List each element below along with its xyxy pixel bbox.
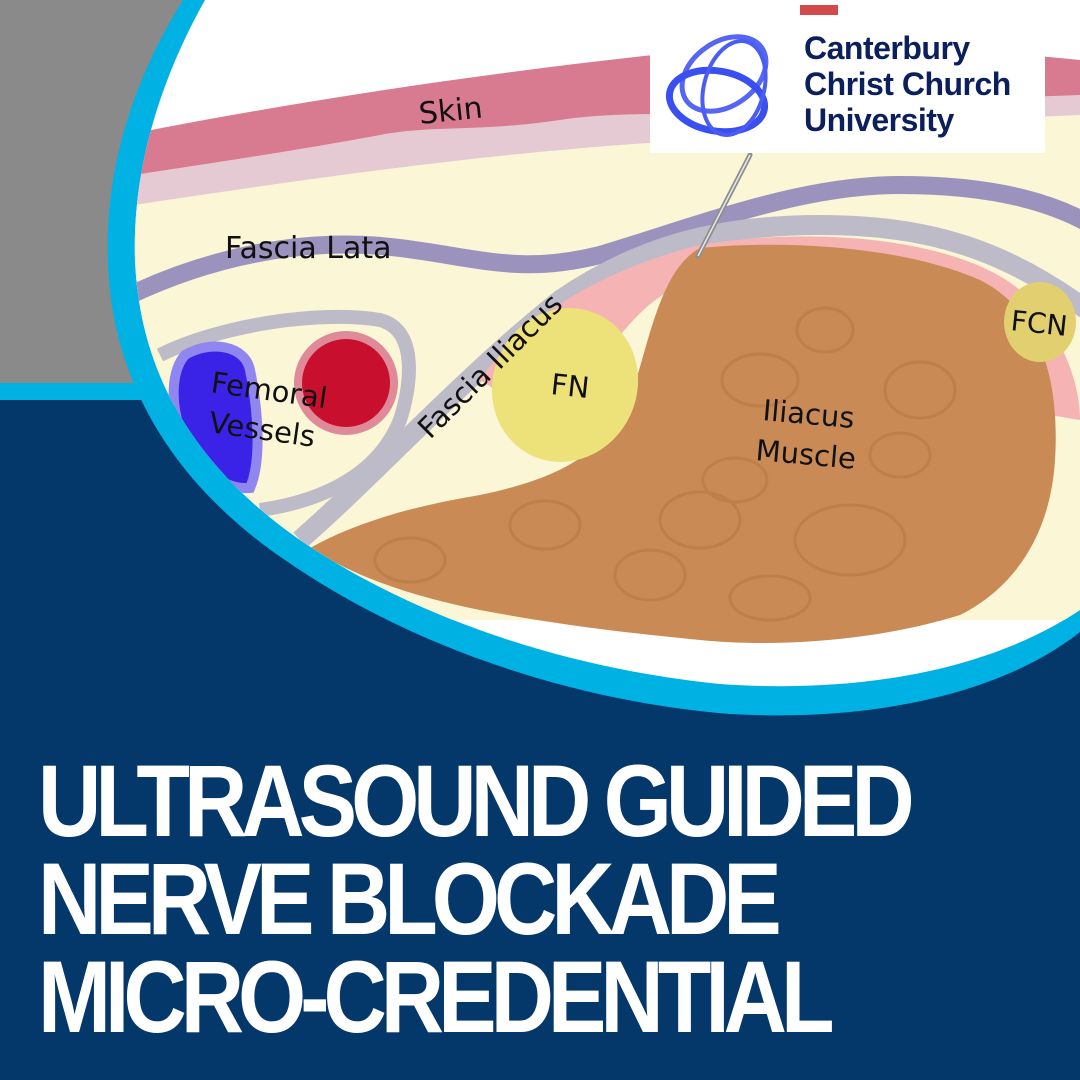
fascia-lata xyxy=(134,175,1080,309)
university-name: Canterbury Christ Church University xyxy=(804,30,1011,138)
course-title: ULTRASOUND GUIDED NERVE BLOCKADE MICRO-C… xyxy=(38,744,915,1054)
muscle-fascicles xyxy=(373,306,957,622)
logo-line-1: Canterbury xyxy=(804,30,970,66)
iliacus-muscle xyxy=(310,244,1056,643)
label-fcn: FCN xyxy=(1009,304,1069,343)
headline-line-3: MICRO-CREDENTIAL xyxy=(38,940,835,1054)
university-logo: Canterbury Christ Church University xyxy=(650,20,1045,153)
skin-fragment xyxy=(800,5,838,15)
vessel-sheath xyxy=(156,309,416,517)
logo-line-2: Christ Church xyxy=(804,66,1011,102)
headline-line-1: ULTRASOUND GUIDED xyxy=(38,744,915,858)
fcn-nerve xyxy=(1004,282,1076,362)
needle-highlight xyxy=(697,154,751,257)
label-fn: FN xyxy=(549,367,591,405)
fn-nerve xyxy=(491,308,639,462)
headline-line-2: NERVE BLOCKADE xyxy=(38,842,782,956)
interlocking-rings-icon xyxy=(665,34,769,138)
femoral-artery xyxy=(302,339,390,427)
label-fascia-lata: Fascia Lata xyxy=(225,231,392,266)
label-skin: Skin xyxy=(417,90,484,131)
logo-line-3: University xyxy=(804,102,954,138)
label-iliacus: Iliacus xyxy=(761,393,855,435)
fascia-iliacus xyxy=(293,214,1080,548)
